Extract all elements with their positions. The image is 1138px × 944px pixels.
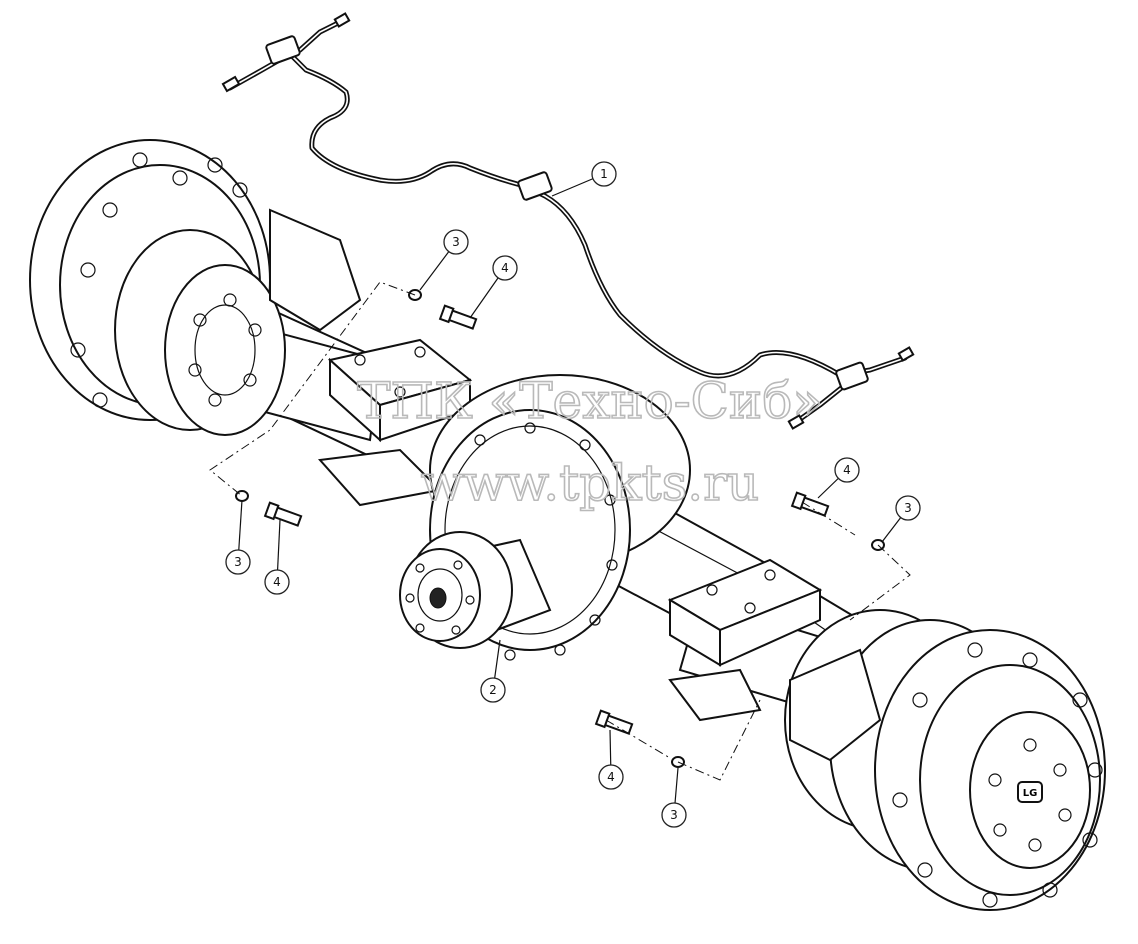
hub-logo-badge: [1017, 781, 1043, 803]
svg-text:1: 1: [600, 167, 608, 181]
assembly-lines: [209, 281, 911, 781]
bolt-4-right: [790, 491, 830, 517]
callout-2: 2: [480, 677, 506, 703]
svg-text:3: 3: [234, 555, 242, 569]
watermark-company: ТПК «Техно-Сиб»: [357, 372, 823, 430]
brake-hose-assembly: [221, 12, 915, 430]
hose-end-lower: [787, 414, 805, 430]
tee-fitting-upper: [265, 35, 301, 65]
bolt-4-left: [263, 501, 303, 527]
callout-1: 1: [591, 161, 617, 187]
callout-3-right: 3: [895, 495, 921, 521]
spring-pad-right: [667, 558, 823, 722]
svg-text:4: 4: [843, 463, 851, 477]
left-wheel-hub: [29, 139, 362, 436]
callouts: 1 2 3 4 3 4 4 3 4 3: [225, 161, 921, 828]
callout-4-upper: 4: [492, 255, 518, 281]
callout-3-left: 3: [225, 549, 251, 575]
svg-text:3: 3: [904, 501, 912, 515]
callout-4-left: 4: [264, 569, 290, 595]
callout-3-lower: 3: [661, 802, 687, 828]
fasteners: [235, 289, 885, 768]
hose-end-left: [221, 75, 241, 93]
callout-4-right: 4: [834, 457, 860, 483]
spring-pad-left: [317, 338, 473, 507]
svg-text:4: 4: [273, 575, 281, 589]
right-wheel-hub: LG: [784, 609, 1106, 911]
callout-3-upper: 3: [443, 229, 469, 255]
svg-text:4: 4: [501, 261, 509, 275]
bolt-4-lower: [594, 709, 634, 735]
tee-fitting-right: [835, 361, 869, 391]
hose-end-right: [897, 346, 915, 362]
watermark: ТПК «Техно-Сиб» www.tpkts.ru: [356, 371, 823, 513]
svg-text:2: 2: [489, 683, 497, 697]
hose-end-top: [333, 12, 351, 28]
watermark-url: www.tpkts.ru: [421, 454, 760, 512]
differential-housing: [399, 374, 691, 661]
bolt-4-upper: [438, 304, 478, 330]
hub-logo-text: LG: [1023, 788, 1038, 799]
svg-text:3: 3: [670, 808, 678, 822]
svg-text:4: 4: [607, 770, 615, 784]
tee-fitting-middle: [517, 171, 553, 201]
callout-4-lower: 4: [598, 764, 624, 790]
svg-text:3: 3: [452, 235, 460, 249]
